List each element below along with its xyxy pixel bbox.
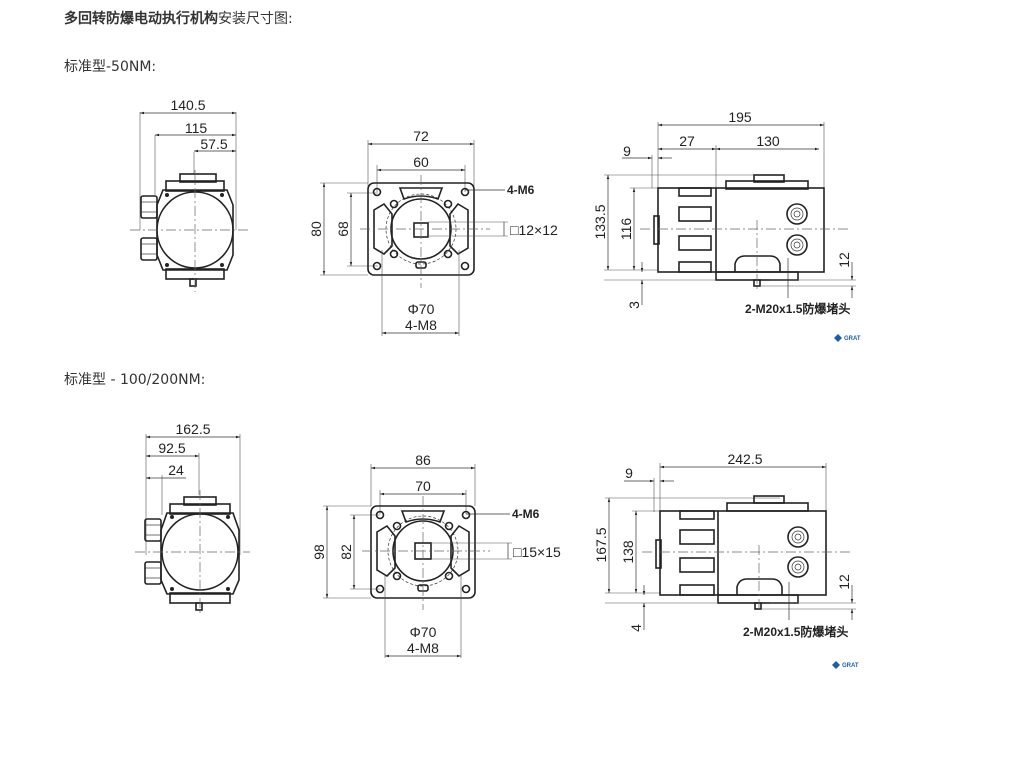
- dim-86: 86: [415, 452, 431, 468]
- front-view-50nm: 140.5 115 57.5: [130, 97, 250, 292]
- dim-133-5: 133.5: [592, 204, 608, 239]
- flange-view-50nm: 72 60 80 68 4-M6 □12×12 Φ70 4-M8: [308, 128, 558, 336]
- dim-70: 70: [415, 478, 431, 494]
- dim-9-large: 9: [625, 465, 633, 481]
- note-4-m6-large: 4-M6: [512, 507, 540, 521]
- section-label-100-200nm: 标准型 - 100/200NM:: [64, 372, 206, 388]
- dim-98: 98: [311, 544, 327, 560]
- dim-138: 138: [620, 540, 636, 564]
- dim-12: 12: [836, 252, 852, 268]
- note-square-12: □12×12: [510, 222, 558, 238]
- dim-27: 27: [679, 133, 695, 149]
- front-view-100-200nm: 162.5 92.5 24: [135, 421, 250, 615]
- dim-82: 82: [338, 544, 354, 560]
- grat-logo-icon-2: GRAT: [832, 661, 859, 669]
- logo-text: GRAT: [844, 336, 861, 342]
- note-plug-50nm: 2-M20x1.5防爆堵头: [745, 301, 850, 316]
- dim-167-5: 167.5: [593, 527, 609, 562]
- dim-195: 195: [728, 109, 752, 125]
- dim-115: 115: [185, 120, 208, 136]
- dim-242-5: 242.5: [727, 451, 762, 467]
- dim-12-large: 12: [836, 574, 852, 590]
- dim-4-m8-large: 4-M8: [407, 640, 439, 656]
- dim-4-m8: 4-M8: [405, 317, 437, 333]
- dim-3: 3: [626, 301, 642, 309]
- dim-9: 9: [623, 143, 631, 159]
- dim-72: 72: [413, 128, 429, 144]
- dim-92-5: 92.5: [158, 440, 185, 456]
- logo-text-2: GRAT: [842, 663, 859, 669]
- side-view-50nm: 195 9 27 130 133.5 116 12 3: [592, 109, 861, 342]
- dim-140-5: 140.5: [170, 97, 205, 113]
- dim-4: 4: [628, 624, 644, 632]
- flange-view-100-200nm: 86 70 98 82 4-M6 □15×15 Φ70 4-M8: [311, 452, 561, 658]
- dim-130: 130: [756, 133, 780, 149]
- dim-162-5: 162.5: [175, 421, 210, 437]
- dim-phi70: Φ70: [408, 301, 435, 317]
- section-label-50nm: 标准型-50NM:: [64, 59, 157, 75]
- note-4-m6: 4-M6: [507, 183, 535, 197]
- side-view-100-200nm: 242.5 9 167.5 138 12 4 2-M20x1.: [593, 451, 859, 669]
- grat-logo-icon: GRAT: [834, 334, 861, 342]
- dim-80: 80: [308, 221, 324, 237]
- dim-24: 24: [168, 462, 184, 478]
- dim-116: 116: [618, 218, 634, 241]
- note-square-15: □15×15: [513, 544, 561, 560]
- page-heading: 多回转防爆电动执行机构安装尺寸图:: [64, 8, 293, 28]
- dim-60: 60: [413, 154, 429, 170]
- dim-68: 68: [335, 221, 351, 237]
- dim-phi70-large: Φ70: [410, 624, 437, 640]
- heading-rest: 安装尺寸图:: [218, 11, 293, 27]
- dim-57-5: 57.5: [200, 136, 227, 152]
- heading-bold: 多回转防爆电动执行机构: [64, 11, 218, 27]
- note-plug-100-200nm: 2-M20x1.5防爆堵头: [743, 624, 848, 639]
